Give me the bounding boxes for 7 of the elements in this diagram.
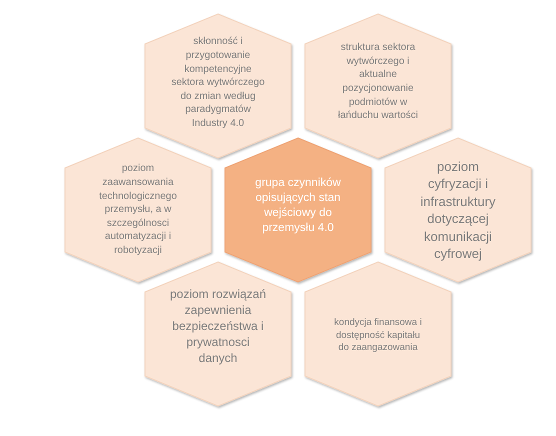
factor-label: poziom rozwiązań zapewnienia bezpieczeństwa i prywatnosci danych (168, 286, 268, 366)
factor-label: struktura sektora wytwórczego i aktualne pozycjonowanie podmiotów w łańduchu wartości (336, 41, 420, 123)
factor-label: poziom cyfryzacji i infrastruktury dotyczącej komunikacji cyfrowej (419, 158, 497, 262)
central-label: grupa czynników opisujących stan wejściowy do przemysłu 4.0 (254, 176, 342, 236)
factor-label: poziom zaawansowania technologicznego przemysłu, a w szczególnosci automatyzacji i robotyzacji (98, 162, 178, 258)
factor-label: kondycja finansowa i dostępność kapitału do zaangazowania (333, 317, 423, 355)
factor-label: skłonność i przygotowanie kompetencyjne sektora wytwórczego do zmian według paradygmatów Industry 4.0 (170, 35, 266, 131)
